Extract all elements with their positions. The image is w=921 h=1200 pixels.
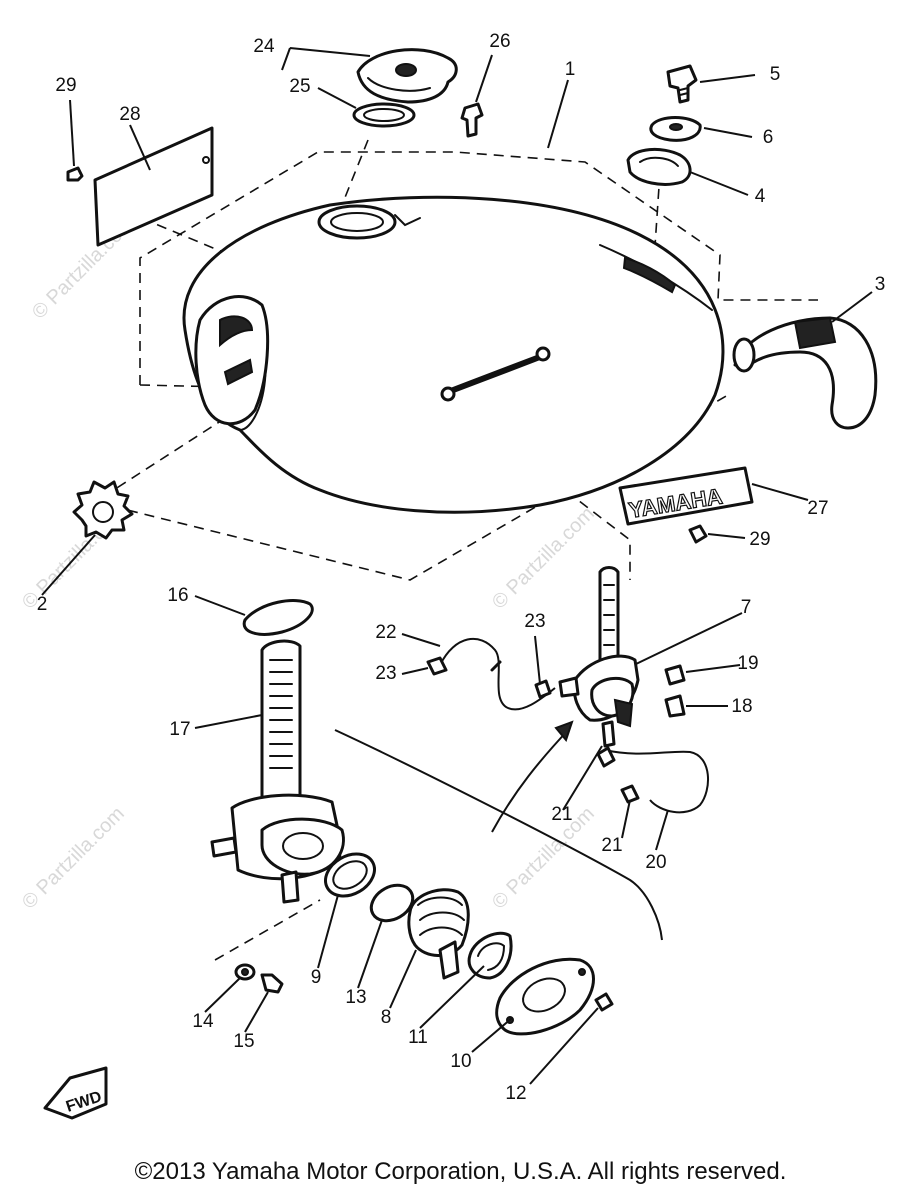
callout-number: 23 bbox=[524, 611, 545, 632]
watermark: © Partzilla.com bbox=[18, 803, 129, 914]
callout-number: 1 bbox=[565, 59, 576, 80]
callout-number: 2 bbox=[37, 594, 48, 615]
component-arrow bbox=[491, 727, 571, 833]
callout-number: 3 bbox=[875, 274, 886, 295]
callout-number: 24 bbox=[253, 36, 275, 57]
fuel-cock-assembly bbox=[210, 639, 345, 904]
filler-cap-cover bbox=[352, 48, 484, 138]
watermark: © Partzilla.com bbox=[488, 803, 599, 914]
callout-number: 26 bbox=[489, 31, 510, 52]
callout-number: 21 bbox=[551, 804, 572, 825]
fuel-cock-right bbox=[558, 566, 686, 748]
component-bracket bbox=[334, 729, 663, 941]
callout-number: 29 bbox=[749, 529, 770, 550]
fuel-tank bbox=[182, 195, 725, 514]
callout-number: 9 bbox=[311, 967, 322, 988]
callout-number: 14 bbox=[192, 1011, 214, 1032]
callout-number: 18 bbox=[731, 696, 752, 717]
callout-number: 13 bbox=[345, 987, 366, 1008]
callout-number: 11 bbox=[408, 1027, 428, 1048]
callout-number: 22 bbox=[375, 622, 396, 643]
component-arrowhead bbox=[554, 720, 574, 743]
callout-number: 25 bbox=[289, 76, 310, 97]
callout-number: 12 bbox=[505, 1083, 526, 1104]
callout-number: 15 bbox=[233, 1031, 254, 1052]
copyright-notice: ©2013 Yamaha Motor Corporation, U.S.A. A… bbox=[134, 1158, 787, 1185]
callout-number: 6 bbox=[763, 127, 774, 148]
callout-number: 5 bbox=[770, 64, 781, 85]
fuel-hose-lower bbox=[596, 746, 710, 814]
watermark: © Partzilla.com bbox=[488, 503, 599, 614]
callout-number: 8 bbox=[381, 1007, 392, 1028]
emblem-bracket bbox=[732, 316, 878, 430]
fuel-hose-upper bbox=[426, 637, 556, 711]
callout-number: 28 bbox=[119, 104, 140, 125]
callout-number: 10 bbox=[450, 1051, 471, 1072]
side-plate bbox=[66, 126, 214, 247]
tank-emblem: YAMAHA bbox=[618, 466, 754, 544]
callout-number: 7 bbox=[741, 597, 752, 618]
callout-number: 16 bbox=[167, 585, 188, 606]
washer-and-screw bbox=[234, 963, 284, 994]
callout-number: 23 bbox=[375, 663, 396, 684]
callout-number: 21 bbox=[601, 835, 622, 856]
callout-labels: 1 2 3 4 5 6 7 8 9 10 11 12 13 14 15 16 1… bbox=[37, 31, 886, 1104]
callout-number: 20 bbox=[645, 852, 666, 873]
callout-number: 17 bbox=[169, 719, 190, 740]
callout-number: 19 bbox=[737, 653, 758, 674]
callout-number: 29 bbox=[55, 75, 76, 96]
callout-number: 4 bbox=[755, 186, 766, 207]
leader-lines bbox=[41, 47, 873, 1085]
bolt-and-cushions bbox=[626, 64, 702, 186]
tank-cap bbox=[72, 480, 134, 540]
callout-number: 27 bbox=[807, 498, 828, 519]
fwd-arrow-icon: FWD bbox=[43, 1066, 108, 1120]
strainer-gasket bbox=[242, 599, 314, 636]
